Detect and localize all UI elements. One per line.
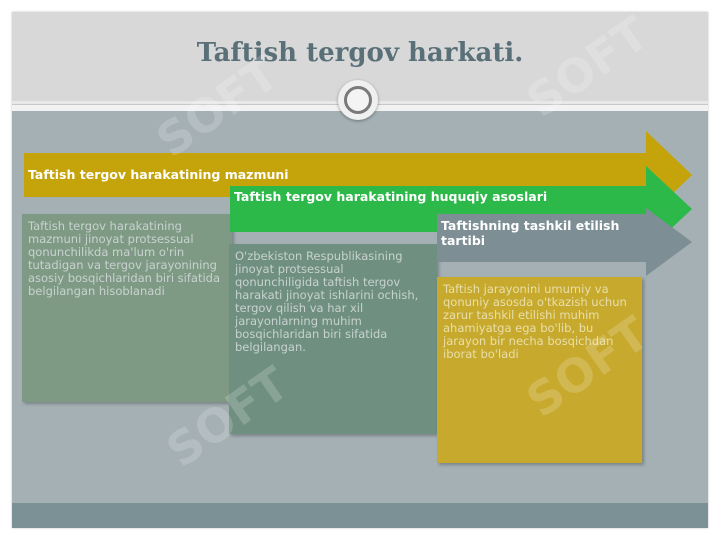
step-2-card: O'zbekiston Respublikasining jinoyat pro… xyxy=(229,244,437,434)
ring-ornament-icon xyxy=(338,80,378,120)
step-2-heading: Taftish tergov harakatining huquqiy asos… xyxy=(234,189,548,204)
bottom-band xyxy=(12,503,708,528)
step-1-heading: Taftish tergov harakatining mazmuni xyxy=(28,167,289,182)
step-3-body: Taftish jarayonini umumiy va qonuniy aso… xyxy=(443,282,627,361)
step-3-card: Taftish jarayonini umumiy va qonuniy aso… xyxy=(437,277,642,463)
step-3-arrow xyxy=(437,208,692,276)
step-1-card: Taftish tergov harakatining mazmuni jino… xyxy=(22,214,232,402)
step-1-body: Taftish tergov harakatining mazmuni jino… xyxy=(28,219,221,298)
step-2-body: O'zbekiston Respublikasining jinoyat pro… xyxy=(235,249,419,354)
slide-title: Taftish tergov harkati. xyxy=(196,38,524,68)
step-3-heading: Taftishning tashkil etilish tartibi xyxy=(441,218,620,248)
